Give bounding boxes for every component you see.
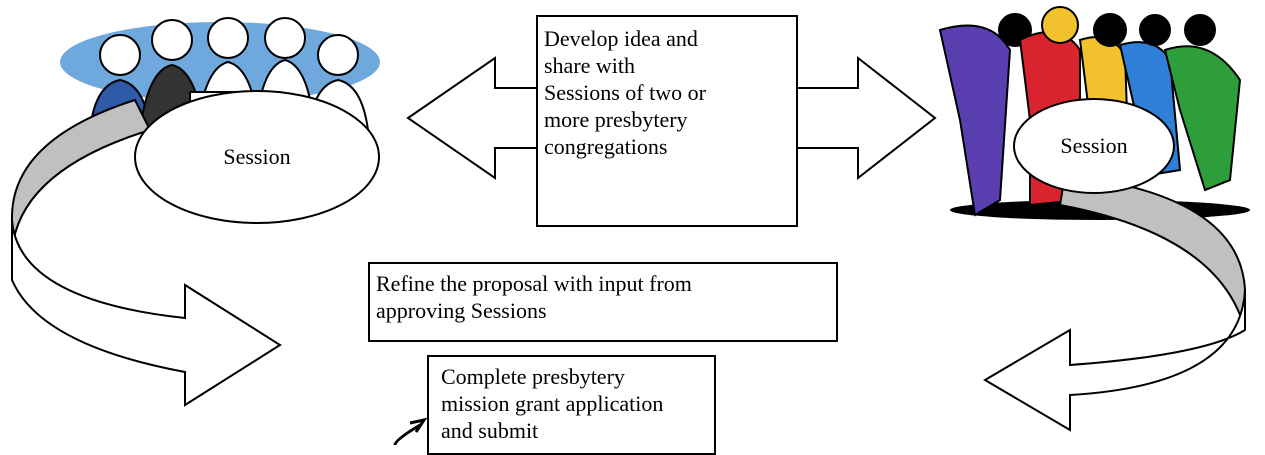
complete-application-text: Complete presbytery mission grant applic… xyxy=(441,364,664,443)
refine-proposal-text: Refine the proposal with input from appr… xyxy=(376,271,692,323)
left-session-oval xyxy=(134,90,380,224)
small-curved-arrow-icon xyxy=(393,423,421,445)
develop-idea-text: Develop idea and share with Sessions of … xyxy=(544,26,706,159)
develop-idea-box: Develop idea and share with Sessions of … xyxy=(536,15,798,227)
right-curved-arrow xyxy=(983,173,1246,432)
complete-application-box: Complete presbytery mission grant applic… xyxy=(427,355,716,455)
left-curved-arrow xyxy=(10,98,282,407)
right-session-oval xyxy=(1013,98,1175,194)
right-session-label: Session xyxy=(1060,133,1128,158)
process-diagram: Session Session Develop idea and share w… xyxy=(10,6,1250,455)
small-arrowhead-icon xyxy=(409,417,428,433)
refine-proposal-box: Refine the proposal with input from appr… xyxy=(368,262,838,342)
left-session-label: Session xyxy=(223,144,291,169)
